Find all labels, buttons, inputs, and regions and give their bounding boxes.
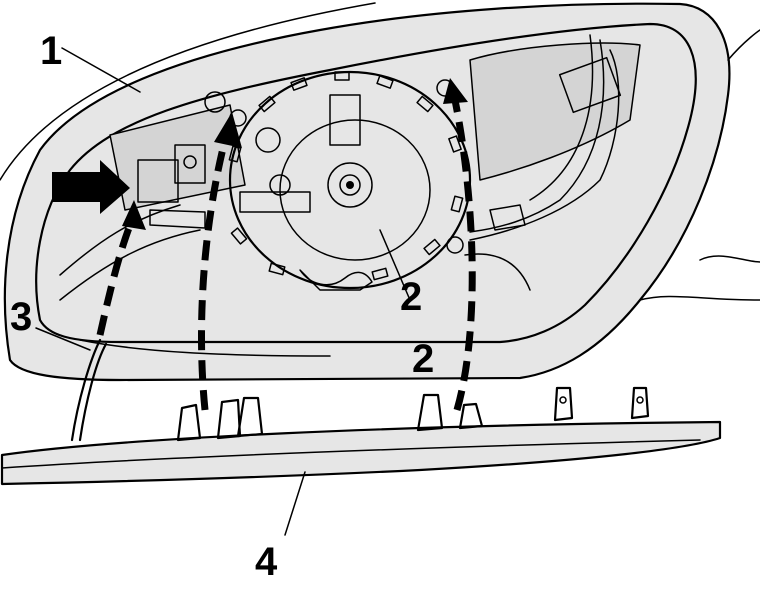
callout-4: 4: [255, 540, 278, 584]
mirror-glass: [0, 386, 722, 486]
installation-arrows: [96, 78, 476, 411]
glass-mounting-clips: [176, 386, 650, 442]
callout-3: 3: [10, 295, 32, 339]
leader-lines: [35, 47, 411, 536]
callout-1: 1: [40, 29, 62, 73]
arrow-head-3: [443, 78, 468, 104]
heater-wire: [70, 338, 108, 442]
disc-teeth: [228, 71, 464, 281]
callout-2b: 2: [412, 337, 434, 381]
arrow-head-1: [122, 200, 146, 230]
leader-line-3: [35, 327, 91, 351]
adjuster-disc: [228, 70, 472, 291]
leader-line-1: [61, 47, 141, 93]
leader-line-2: [379, 229, 411, 301]
direction-arrow-icon: [52, 160, 130, 214]
housing-opening: [35, 22, 697, 344]
arrow-head-2: [214, 112, 242, 148]
callout-2a: 2: [400, 275, 422, 319]
leader-line-4: [284, 471, 306, 536]
